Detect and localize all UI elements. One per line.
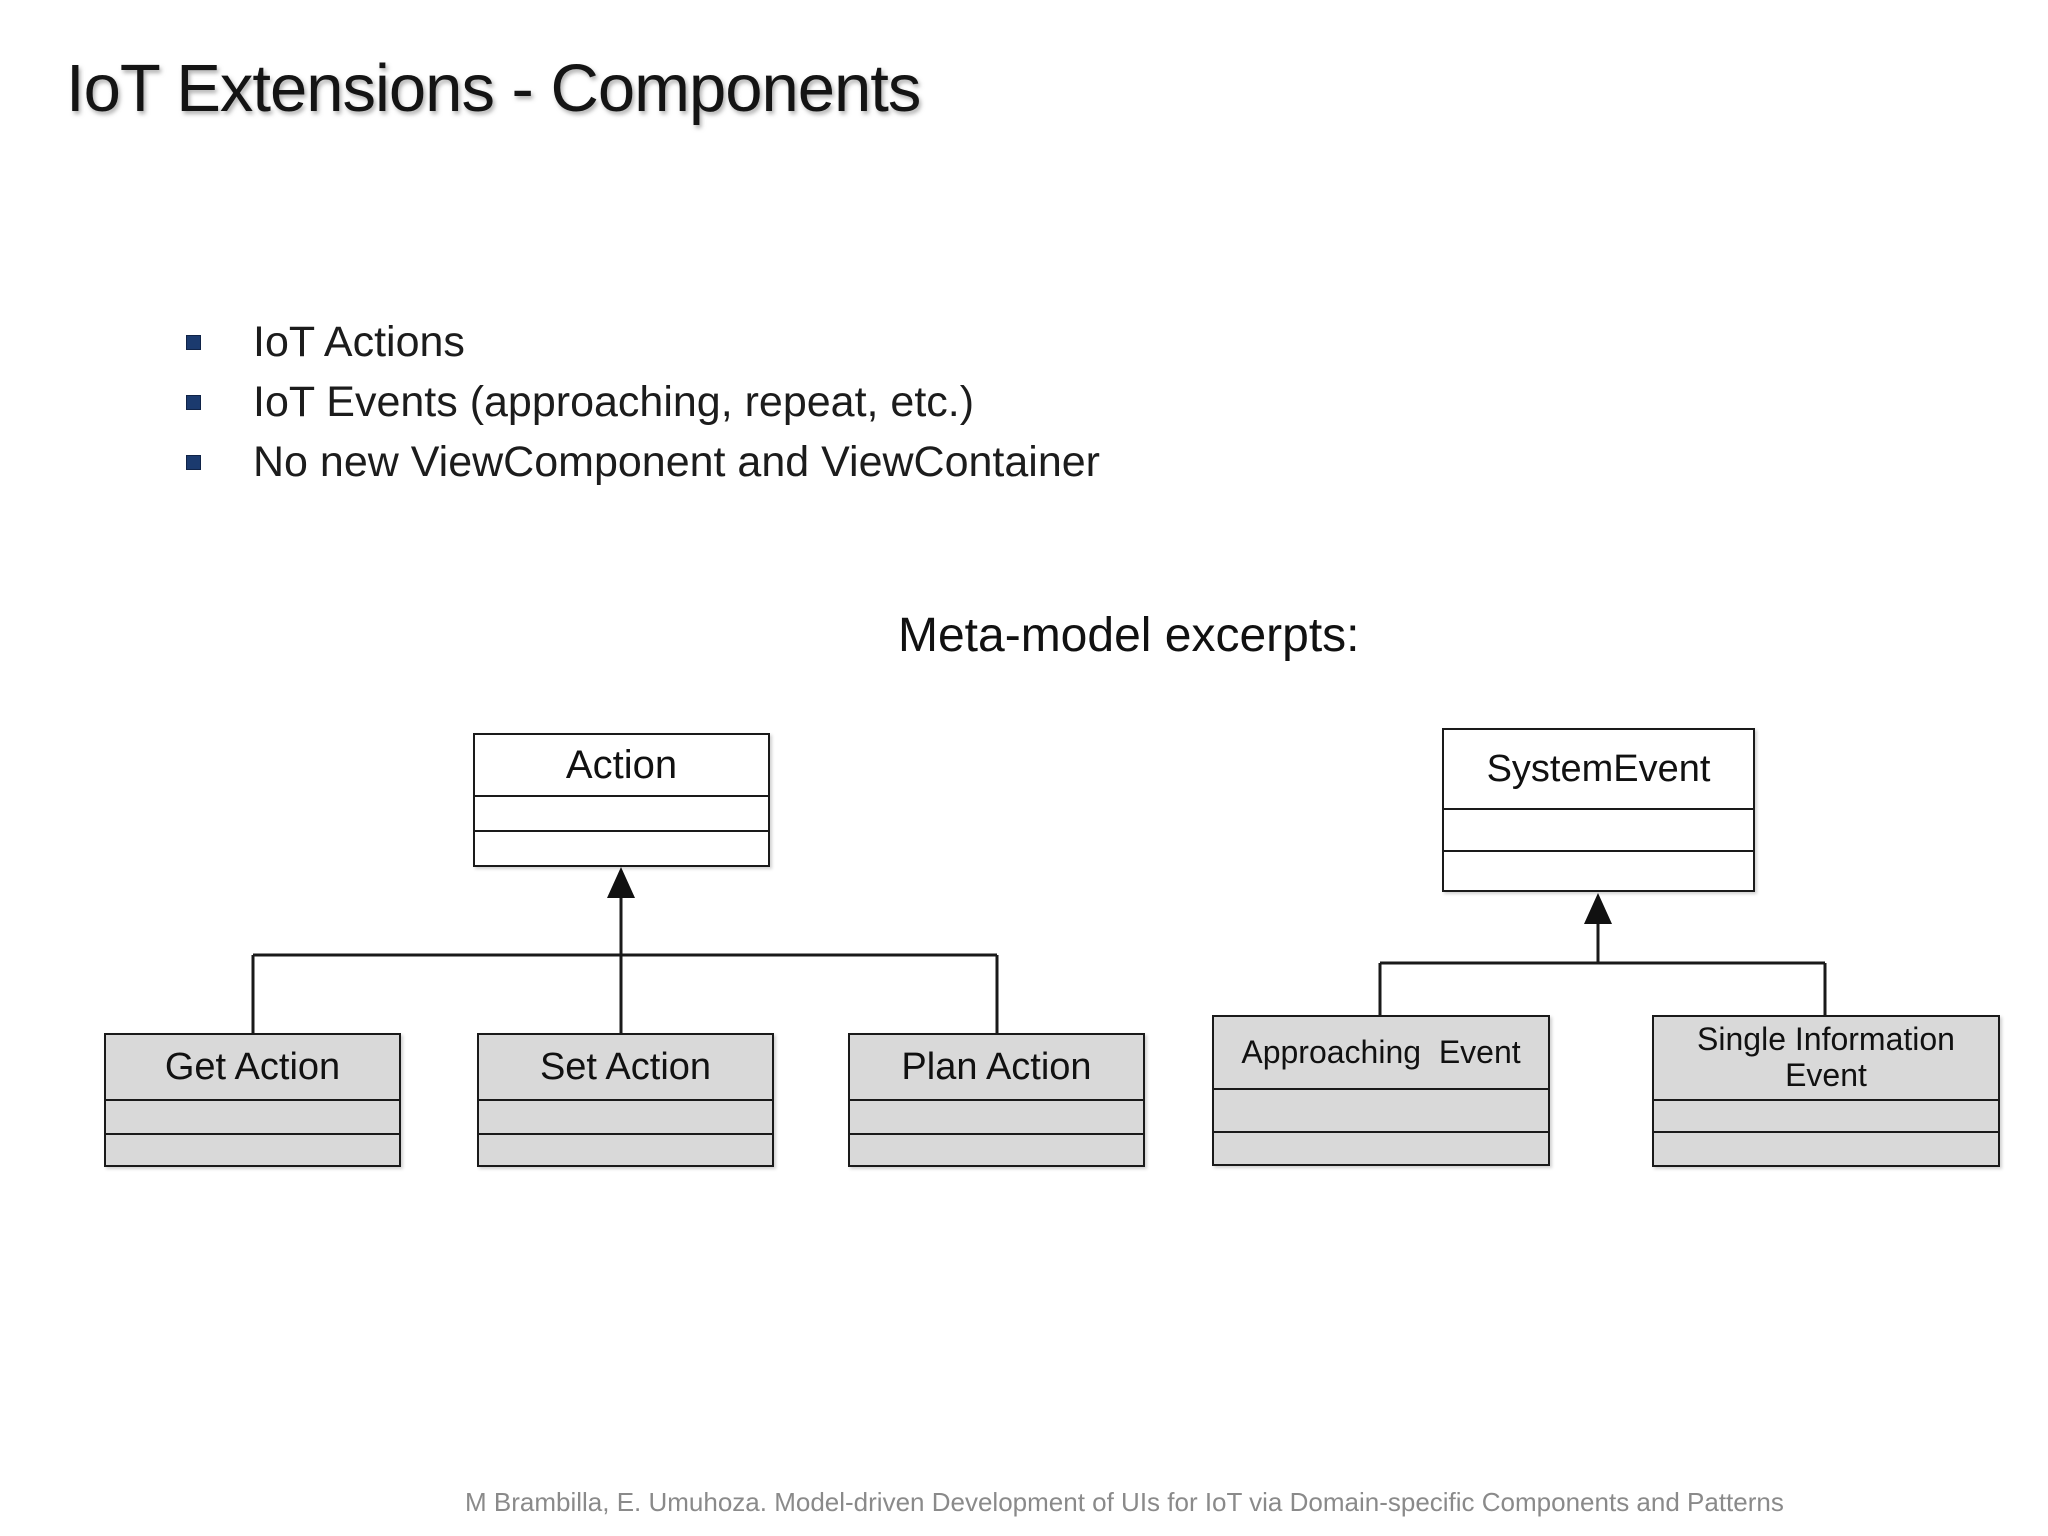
uml-class-title: Single Information Event [1697, 1021, 1964, 1093]
uml-operations-compartment [1654, 1131, 1998, 1165]
uml-operations-compartment [475, 830, 768, 865]
uml-attributes-compartment [479, 1099, 772, 1133]
bullet-list: IoT Actions IoT Events (approaching, rep… [186, 312, 1100, 492]
bullet-square-icon [186, 394, 201, 410]
uml-operations-compartment [479, 1133, 772, 1165]
uml-attributes-compartment [1654, 1099, 1998, 1131]
uml-class-action: Action [473, 733, 770, 867]
uml-operations-compartment [1444, 850, 1753, 890]
uml-attributes-compartment [1214, 1088, 1548, 1131]
generalization-connector-left [251, 896, 999, 1033]
uml-attributes-compartment [1444, 808, 1753, 850]
uml-operations-compartment [1214, 1131, 1548, 1164]
uml-attributes-compartment [106, 1099, 399, 1133]
uml-class-set-action: Set Action [477, 1033, 774, 1167]
bullet-square-icon [186, 454, 201, 470]
uml-class-plan-action: Plan Action [848, 1033, 1145, 1167]
bullet-item: IoT Events (approaching, repeat, etc.) [186, 372, 1100, 432]
uml-class-systemevent: SystemEvent [1442, 728, 1755, 892]
bullet-square-icon [186, 334, 201, 350]
generalization-arrow-icon [607, 867, 635, 898]
uml-operations-compartment [106, 1133, 399, 1165]
generalization-arrow-icon [1584, 893, 1612, 924]
slide-title: IoT Extensions - Components [66, 51, 921, 126]
bullet-item: IoT Actions [186, 312, 1100, 372]
uml-class-title: Set Action [539, 1045, 712, 1088]
diagram-heading: Meta-model excerpts: [898, 609, 1360, 662]
generalization-connector-right [1378, 922, 1827, 1015]
uml-attributes-compartment [475, 795, 768, 830]
uml-class-title: Approaching Event [1241, 1033, 1521, 1070]
bullet-text: IoT Actions [253, 317, 465, 366]
uml-attributes-compartment [850, 1099, 1143, 1133]
uml-class-approaching-event: Approaching Event [1212, 1015, 1550, 1166]
uml-operations-compartment [850, 1133, 1143, 1165]
footer-citation: M Brambilla, E. Umuhoza. Model-driven De… [465, 1487, 1784, 1517]
uml-class-single-information-event: Single Information Event [1652, 1015, 2000, 1167]
uml-class-title: Plan Action [901, 1045, 1092, 1088]
uml-class-get-action: Get Action [104, 1033, 401, 1167]
bullet-item: No new ViewComponent and ViewContainer [186, 432, 1100, 492]
bullet-text: No new ViewComponent and ViewContainer [253, 437, 1100, 486]
uml-class-title: Action [565, 742, 678, 787]
bullet-text: IoT Events (approaching, repeat, etc.) [253, 377, 975, 426]
uml-class-title: Get Action [164, 1045, 341, 1088]
uml-class-title: SystemEvent [1486, 747, 1711, 790]
